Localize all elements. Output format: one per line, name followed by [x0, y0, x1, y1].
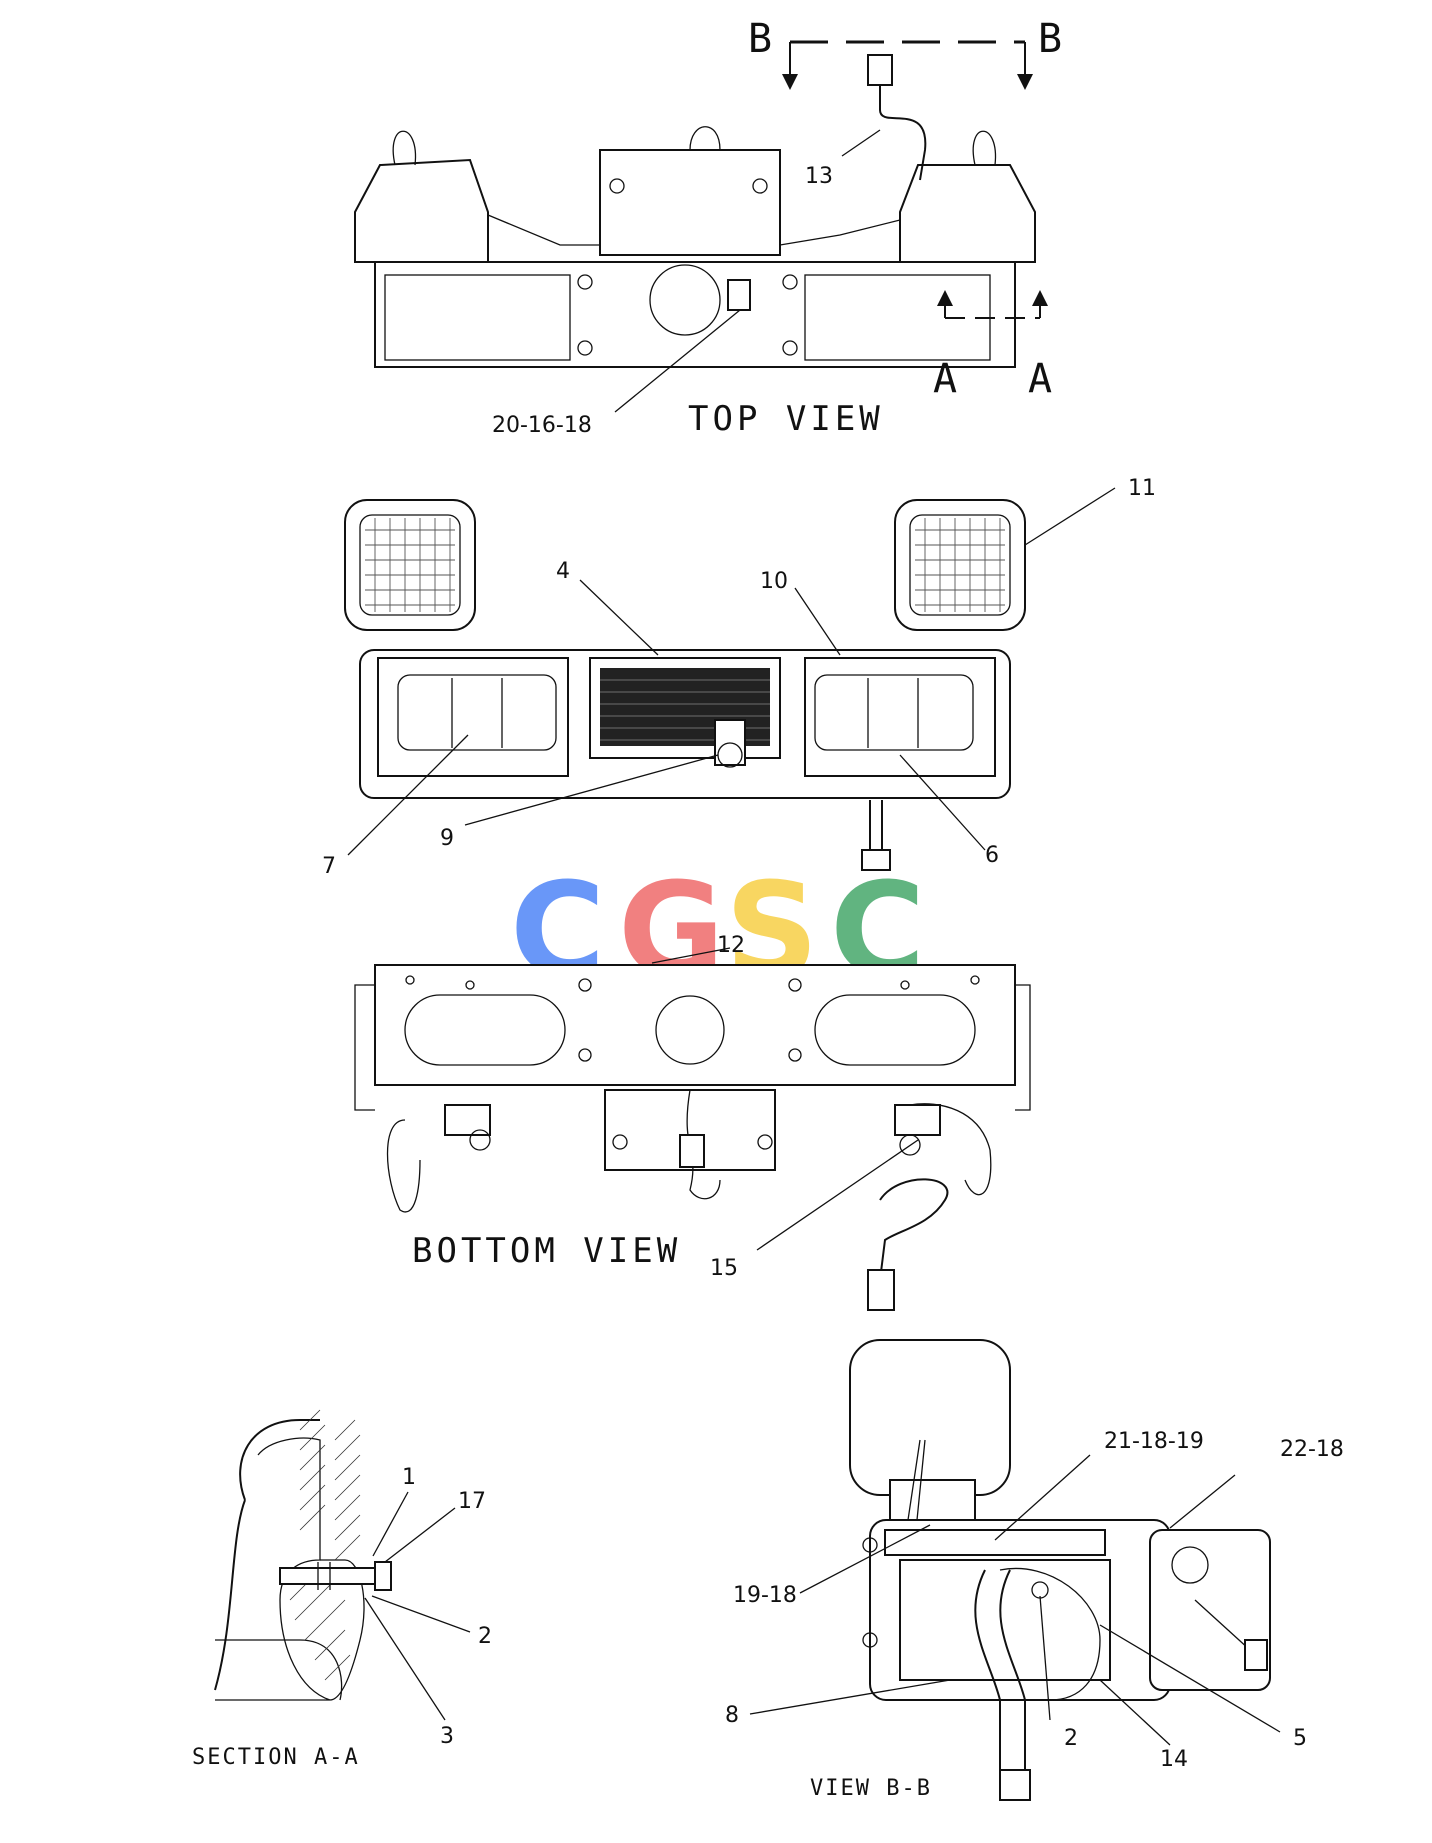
section-a-a: 1 17 2 3 SECTION A-A	[192, 1409, 492, 1770]
callout-5: 5	[1293, 1726, 1307, 1751]
right-light-box	[804, 657, 996, 777]
callout-13: 13	[805, 164, 833, 189]
view-bb-work-lamp	[849, 1339, 1011, 1496]
top-view: B B A A	[354, 16, 1062, 439]
callout-15: 15	[710, 1256, 738, 1281]
top-center-box	[599, 149, 781, 256]
callout-12: 12	[717, 933, 745, 958]
callout-17: 17	[458, 1489, 486, 1514]
view-b-b-label: VIEW B-B	[810, 1776, 932, 1801]
callout-14: 14	[1160, 1747, 1188, 1772]
callout-20-16-18: 20-16-18	[492, 413, 592, 438]
view-b-b: 21-18-19 22-18 19-18 8 2 14 5 VIEW B-B	[725, 1339, 1344, 1801]
section-b-right-letter: B	[1038, 16, 1062, 62]
section-bolt	[279, 1567, 391, 1585]
callout-1: 1	[402, 1465, 416, 1490]
section-a-left-letter: A	[933, 356, 957, 402]
top-frame	[374, 261, 1016, 368]
callout-3: 3	[440, 1724, 454, 1749]
bottom-view: 12 15 BOTTOM VIEW	[354, 933, 1031, 1311]
callout-21-18-19: 21-18-19	[1104, 1429, 1204, 1454]
callout-7: 7	[322, 854, 336, 879]
callout-6: 6	[985, 843, 999, 868]
callout-11: 11	[1128, 476, 1156, 501]
callout-10: 10	[760, 569, 788, 594]
callout-8: 8	[725, 1703, 739, 1728]
left-work-lamp	[344, 499, 476, 631]
front-view: 11 4 10 7 9 6	[322, 476, 1156, 879]
left-light-box	[377, 657, 569, 777]
callout-22-18: 22-18	[1280, 1437, 1344, 1462]
callout-19-18: 19-18	[733, 1583, 797, 1608]
section-a-a-label: SECTION A-A	[192, 1745, 360, 1770]
callout-4: 4	[556, 559, 570, 584]
section-b-left-letter: B	[748, 16, 772, 62]
callout-2-view: 2	[1064, 1726, 1078, 1751]
top-left-lamp	[354, 158, 489, 263]
section-a-right-letter: A	[1028, 356, 1052, 402]
top-right-lamp	[899, 164, 1036, 263]
top-view-label: TOP VIEW	[688, 399, 884, 439]
callout-9: 9	[440, 826, 454, 851]
callout-2-section: 2	[478, 1624, 492, 1649]
bottom-view-label: BOTTOM VIEW	[412, 1231, 681, 1271]
bottom-plate	[374, 964, 1016, 1086]
right-work-lamp	[894, 499, 1026, 631]
